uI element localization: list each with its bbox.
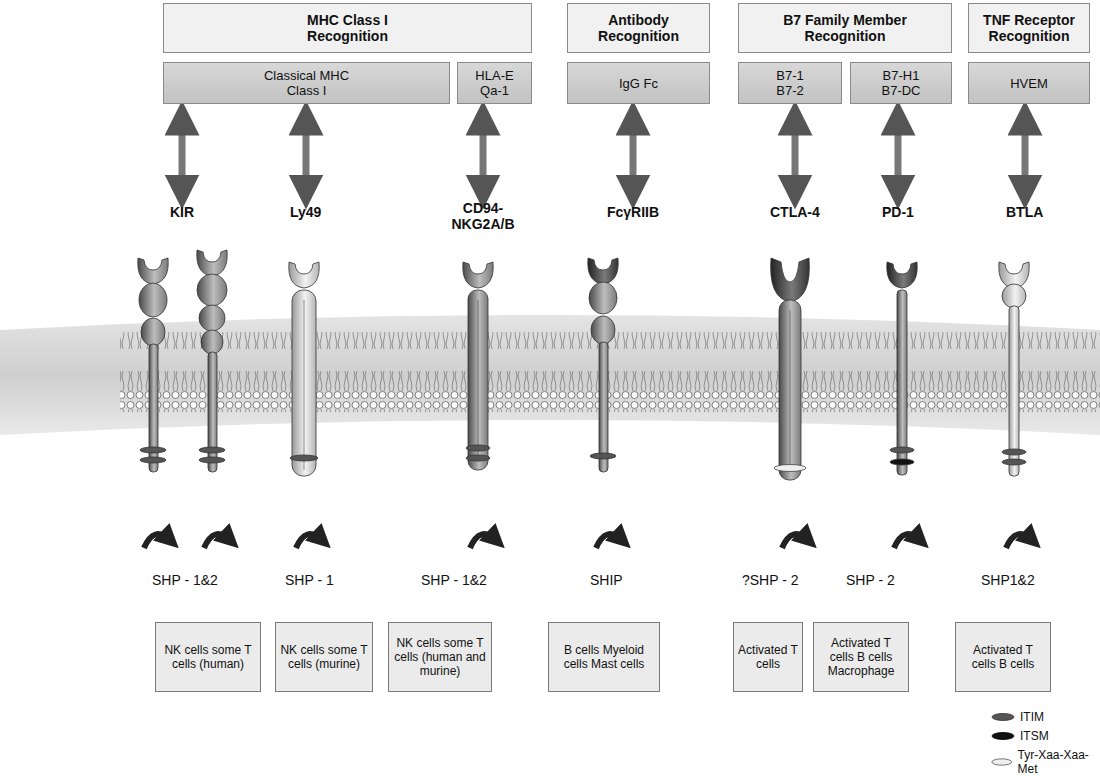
node-text: HVEM [1010,76,1048,91]
node-text: NK cells some T cells (human and murine) [393,636,487,678]
receptor-name: Ly49 [290,204,321,220]
receptor-name: CTLA-4 [770,204,820,220]
category-box: Antibody Recognition [567,3,710,53]
receptor-name: CD94- NKG2A/B [438,200,528,232]
receptor-name: FcγRIIB [607,204,659,220]
ligand-box: B7-H1 B7-DC [850,62,952,104]
node-text: TNF Receptor Recognition [975,12,1083,44]
phosphatase-label: SHP - 2 [846,572,895,588]
legend-row: Tyr-Xaa-Xaa-Met [990,748,1100,776]
legend-sample [990,757,1013,767]
node-text: B7-H1 B7-DC [875,68,927,98]
node-text: Activated T cells B cells Macrophage [818,636,904,678]
phosphatase-label: SHP - 1&2 [421,572,487,588]
category-box: B7 Family Member Recognition [738,3,952,53]
node-text: Classical MHC Class I [252,68,362,98]
cell-type-box: B cells Myeloid cells Mast cells [548,622,660,692]
ligand-box: HLA-E Qa-1 [457,62,532,104]
cell-type-box: Activated T cells B cells Macrophage [813,622,909,692]
phosphatase-label: ?SHP - 2 [742,572,799,588]
category-box: MHC Class I Recognition [163,3,532,53]
legend-sample [990,712,1016,722]
phosphatase-label: SHP - 1 [285,572,334,588]
phosphatase-label: SHP - 1&2 [152,572,218,588]
cell-type-box: Activated T cells B cells [955,622,1051,692]
node-text: B7 Family Member Recognition [780,12,910,44]
node-text: NK cells some T cells (human) [160,643,256,671]
legend-sample [990,731,1016,741]
node-text: MHC Class I Recognition [278,12,418,44]
ligand-box: B7-1 B7-2 [738,62,842,104]
receptor-name: KIR [170,204,194,220]
node-text: IgG Fc [619,76,658,91]
legend-text: ITIM [1020,710,1044,724]
cell-type-box: NK cells some T cells (murine) [275,622,373,692]
receptor-name: PD-1 [882,204,914,220]
ligand-box: IgG Fc [567,62,710,104]
node-text: Activated T cells [738,643,798,671]
node-text: B cells Myeloid cells Mast cells [553,643,655,671]
node-text: B7-1 B7-2 [769,68,811,98]
node-text: Activated T cells B cells [960,643,1046,671]
legend-text: Tyr-Xaa-Xaa-Met [1017,748,1100,776]
node-text: NK cells some T cells (murine) [280,643,368,671]
phosphatase-label: SHIP [590,572,623,588]
ligand-box: HVEM [968,62,1090,104]
cell-type-box: Activated T cells [733,622,803,692]
legend-text: ITSM [1020,729,1049,743]
ligand-box: Classical MHC Class I [163,62,450,104]
node-text: HLA-E Qa-1 [463,68,526,98]
cell-type-box: NK cells some T cells (human and murine) [388,622,492,692]
receptor-name: BTLA [1006,204,1043,220]
phosphatase-label: SHP1&2 [981,572,1035,588]
category-box: TNF Receptor Recognition [968,3,1090,53]
legend-row: ITSM [990,729,1049,743]
cell-type-box: NK cells some T cells (human) [155,622,261,692]
node-text: Antibody Recognition [574,12,703,44]
legend-row: ITIM [990,710,1044,724]
